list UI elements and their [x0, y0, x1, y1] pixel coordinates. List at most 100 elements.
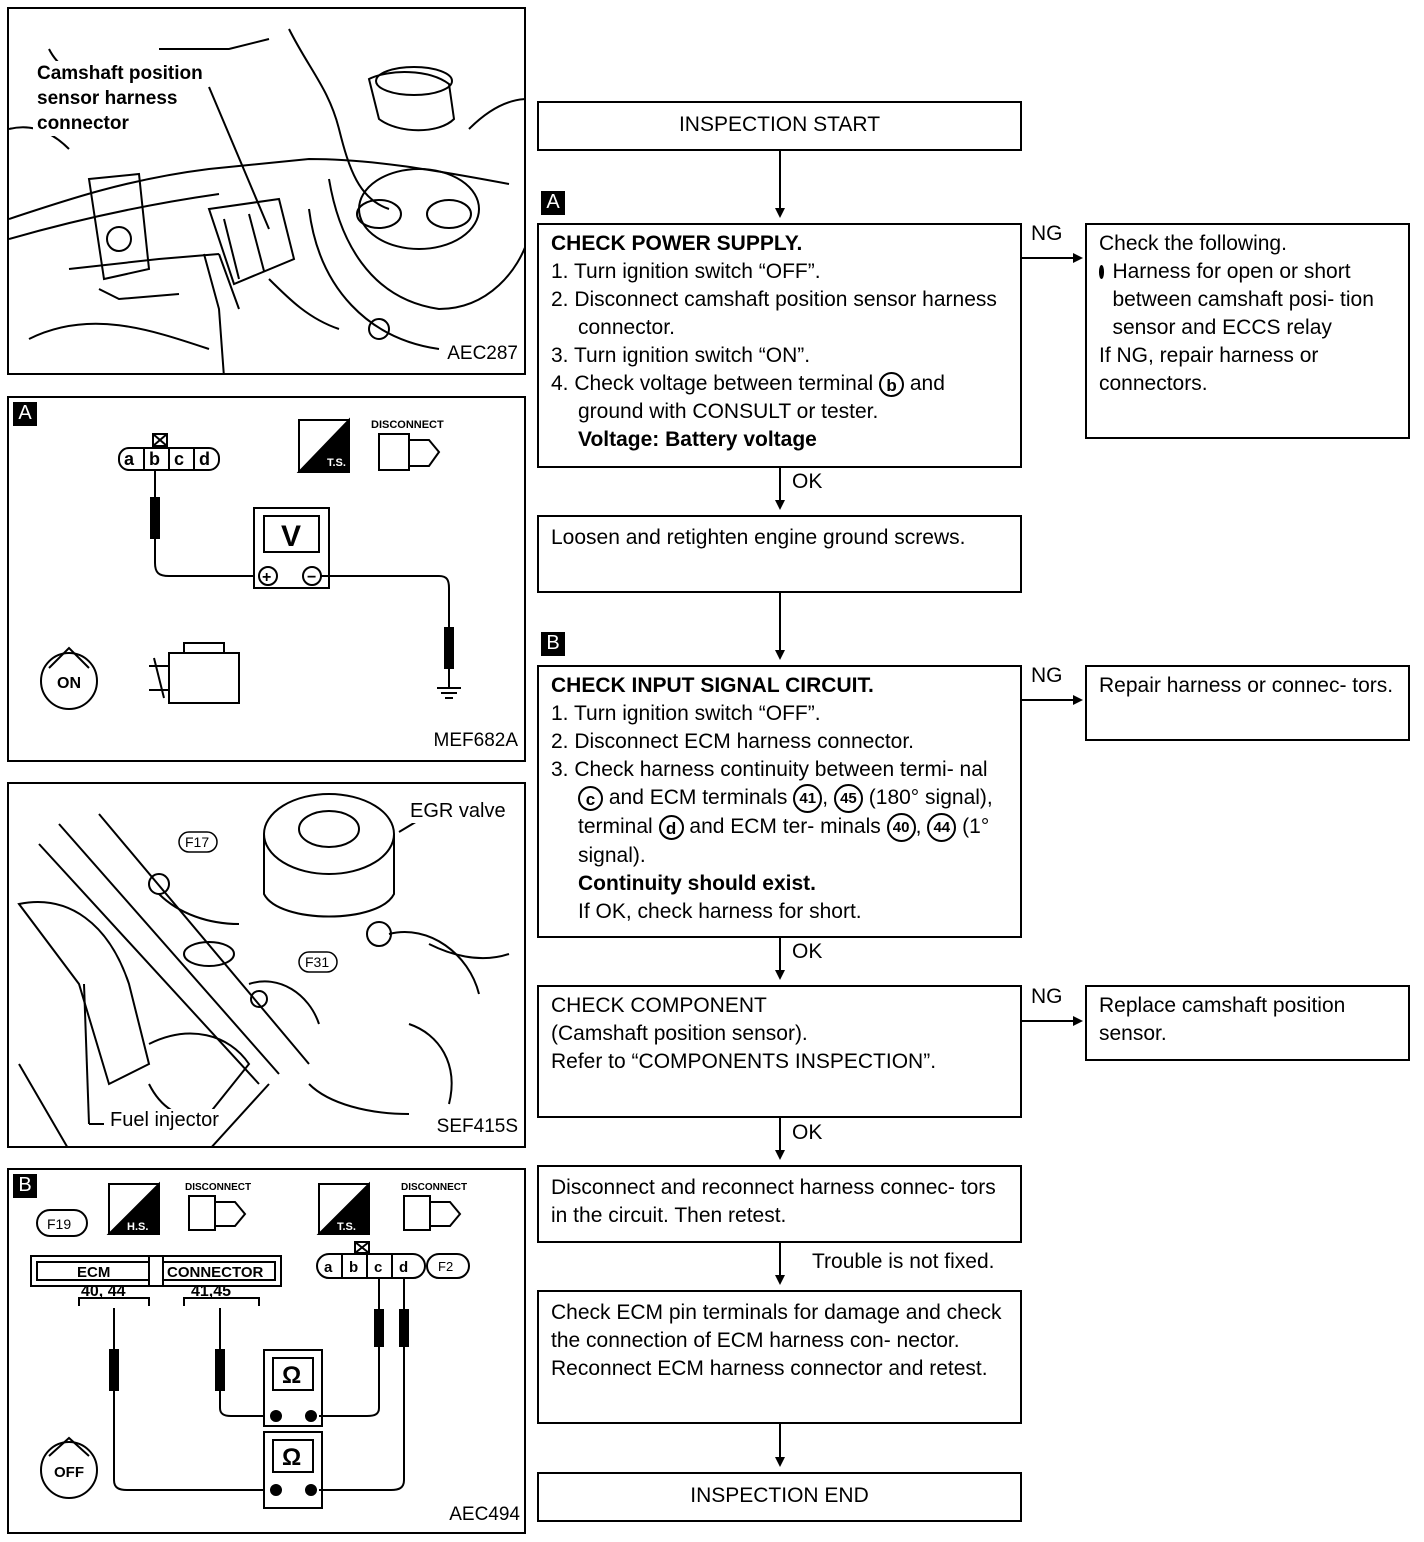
step-tag-b: B — [541, 632, 565, 656]
continuity-check-diagram: B — [7, 1168, 526, 1534]
ng-a-bullet-text: Harness for open or short between camsha… — [1112, 260, 1374, 339]
connector-f17-label: F17 — [185, 834, 209, 850]
inspection-end-label: INSPECTION END — [690, 1484, 869, 1507]
plus-terminal: + — [262, 569, 271, 586]
comma: , — [915, 815, 922, 839]
hs-label: H.S. — [127, 1221, 148, 1233]
ecm-check-text: Check ECM pin terminals for damage and c… — [551, 1301, 1002, 1380]
inspection-start-label: INSPECTION START — [678, 113, 881, 136]
ts-label: T.S. — [337, 1221, 356, 1233]
check-component-box: CHECK COMPONENT (Camshaft position senso… — [537, 985, 1022, 1118]
step-a-item-3: 3. Turn ignition switch “ON”. — [551, 344, 811, 367]
minus-terminal: − — [307, 569, 316, 586]
egr-valve-label: EGR valve — [407, 800, 509, 823]
figure-code: SEF415S — [436, 1116, 518, 1137]
terminal-b-marker: b — [879, 371, 905, 397]
check-power-supply-box: CHECK POWER SUPPLY. 1. Turn ignition swi… — [537, 223, 1022, 468]
camshaft-label-line3: connector — [37, 113, 129, 134]
conn-terminal-d: d — [199, 449, 210, 469]
connector-f2-label: F2 — [438, 1259, 453, 1274]
terminal-d-marker: d — [658, 815, 684, 840]
ng-b-text: Repair harness or connec- tors. — [1099, 674, 1394, 697]
egr-injector-illustration: F17 F31 EGR valve Fuel injector SEF415S — [7, 782, 526, 1148]
step-b-note: If OK, check harness for short. — [578, 900, 862, 923]
ecm-terminals-41-45: 41,45 — [191, 1283, 231, 1300]
ohmmeter-symbol-1: Ω — [282, 1362, 301, 1389]
ecm-terminal-41-marker: 41 — [793, 784, 823, 813]
ecm-label: ECM — [77, 1264, 110, 1281]
step-a-list: 1. Turn ignition switch “OFF”. 2. Discon… — [551, 258, 1008, 426]
ecm-terminal-44-marker: 44 — [927, 813, 957, 842]
sensor-terminal-c: c — [374, 1259, 382, 1276]
engine-drawing-2: F17 F31 — [17, 793, 510, 1146]
ng-label-a: NG — [1031, 222, 1063, 245]
reconnect-box: Disconnect and reconnect harness connec-… — [537, 1165, 1022, 1243]
continuity-wiring: H.S. T.S. DISCONNECT DISCONNECT F19 ECM … — [30, 1181, 470, 1509]
connector-label: CONNECTOR — [167, 1264, 264, 1281]
step-b-item-3-text: 3. Check harness continuity between term… — [551, 758, 988, 781]
ng-c-result-box: Replace camshaft position sensor. — [1085, 985, 1410, 1061]
ok-label-c: OK — [792, 1121, 823, 1144]
panel-tag-a: A — [13, 402, 37, 426]
step-b-spec: Continuity should exist. — [578, 872, 817, 895]
loosen-ground-text: Loosen and retighten engine ground screw… — [551, 526, 966, 549]
step-a-title: CHECK POWER SUPPLY. — [551, 232, 803, 255]
ecm-check-box: Check ECM pin terminals for damage and c… — [537, 1290, 1022, 1424]
ignition-on-label: ON — [57, 675, 81, 692]
step-tag-a: A — [541, 191, 565, 215]
camshaft-sensor-illustration: Camshaft position sensor harness connect… — [7, 7, 526, 375]
ng-label-c: NG — [1031, 985, 1063, 1008]
reconnect-text: Disconnect and reconnect harness connec-… — [551, 1176, 996, 1227]
step-b-item-3: 3. Check harness continuity between term… — [551, 756, 1008, 870]
ecm-terminals-40-44: 40, 44 — [81, 1283, 126, 1300]
step-b-title: CHECK INPUT SIGNAL CIRCUIT. — [551, 674, 874, 697]
inspection-end-box: INSPECTION END — [537, 1472, 1022, 1522]
conn-terminal-c: c — [174, 449, 184, 469]
ng-a-title: Check the following. — [1099, 232, 1287, 255]
figure-code: AEC287 — [447, 343, 518, 364]
camshaft-label-line1: Camshaft position — [37, 63, 203, 84]
panel-tag-b: B — [13, 1174, 37, 1198]
disconnect-label: DISCONNECT — [371, 419, 444, 431]
step-a-spec: Voltage: Battery voltage — [578, 428, 817, 451]
inspection-start-box: INSPECTION START — [537, 101, 1022, 151]
fuel-injector-label: Fuel injector — [107, 1109, 222, 1132]
voltage-wiring: a b c d V + − T.S. DISCONNECT ON — [40, 417, 461, 710]
step-c-title: CHECK COMPONENT — [551, 994, 767, 1017]
camshaft-label-line2: sensor harness — [37, 88, 178, 109]
camshaft-label: Camshaft position sensor harness connect… — [33, 61, 207, 136]
ecm-terminal-40-marker: 40 — [886, 813, 916, 842]
step-a-item-2: 2. Disconnect camshaft position sensor h… — [551, 288, 997, 339]
ts-label: T.S. — [327, 457, 346, 469]
ok-label-b: OK — [792, 940, 823, 963]
figure-code: AEC494 — [449, 1504, 520, 1525]
ignition-off-label: OFF — [54, 1464, 84, 1481]
engine-drawing — [9, 28, 524, 373]
voltmeter-symbol: V — [281, 520, 301, 553]
voltage-check-diagram: A a b — [7, 396, 526, 762]
ng-a-bullet-row: Harness for open or short between camsha… — [1099, 258, 1396, 342]
ng-b-result-box: Repair harness or connec- tors. — [1085, 665, 1410, 741]
step-a-item-4-text-2: and ground with CONSULT or tester. — [578, 372, 945, 423]
ng-label-b: NG — [1031, 664, 1063, 687]
conn-terminal-b: b — [149, 449, 160, 469]
ng-a-result-box: Check the following. Harness for open or… — [1085, 223, 1410, 439]
ohmmeter-symbol-2: Ω — [282, 1444, 301, 1471]
step-c-ref: Refer to “COMPONENTS INSPECTION”. — [551, 1050, 937, 1073]
step-b-list: 1. Turn ignition switch “OFF”. 2. Discon… — [551, 700, 1008, 870]
sensor-terminal-b: b — [349, 1259, 358, 1276]
bullet-icon — [1099, 265, 1105, 279]
ng-a-footer: If NG, repair harness or connectors. — [1099, 344, 1319, 395]
sensor-terminal-a: a — [324, 1259, 333, 1276]
step-a-item-1: 1. Turn ignition switch “OFF”. — [551, 260, 821, 283]
step-a-item-4: 4. Check voltage between terminal b and … — [551, 370, 1008, 426]
disconnect-label-2: DISCONNECT — [401, 1182, 467, 1193]
conn-terminal-a: a — [124, 449, 135, 469]
step-b-item-3-text-5: (1° signal). — [578, 815, 990, 867]
step-a-item-4-text: 4. Check voltage between terminal — [551, 372, 874, 395]
ecm-terminal-45-marker: 45 — [833, 784, 863, 813]
connector-f19-label: F19 — [47, 1216, 71, 1232]
terminal-c-marker: c — [578, 786, 603, 811]
step-b-item-3-text-2: and ECM terminals — [608, 786, 788, 810]
step-b-item-2: 2. Disconnect ECM harness connector. — [551, 730, 915, 753]
